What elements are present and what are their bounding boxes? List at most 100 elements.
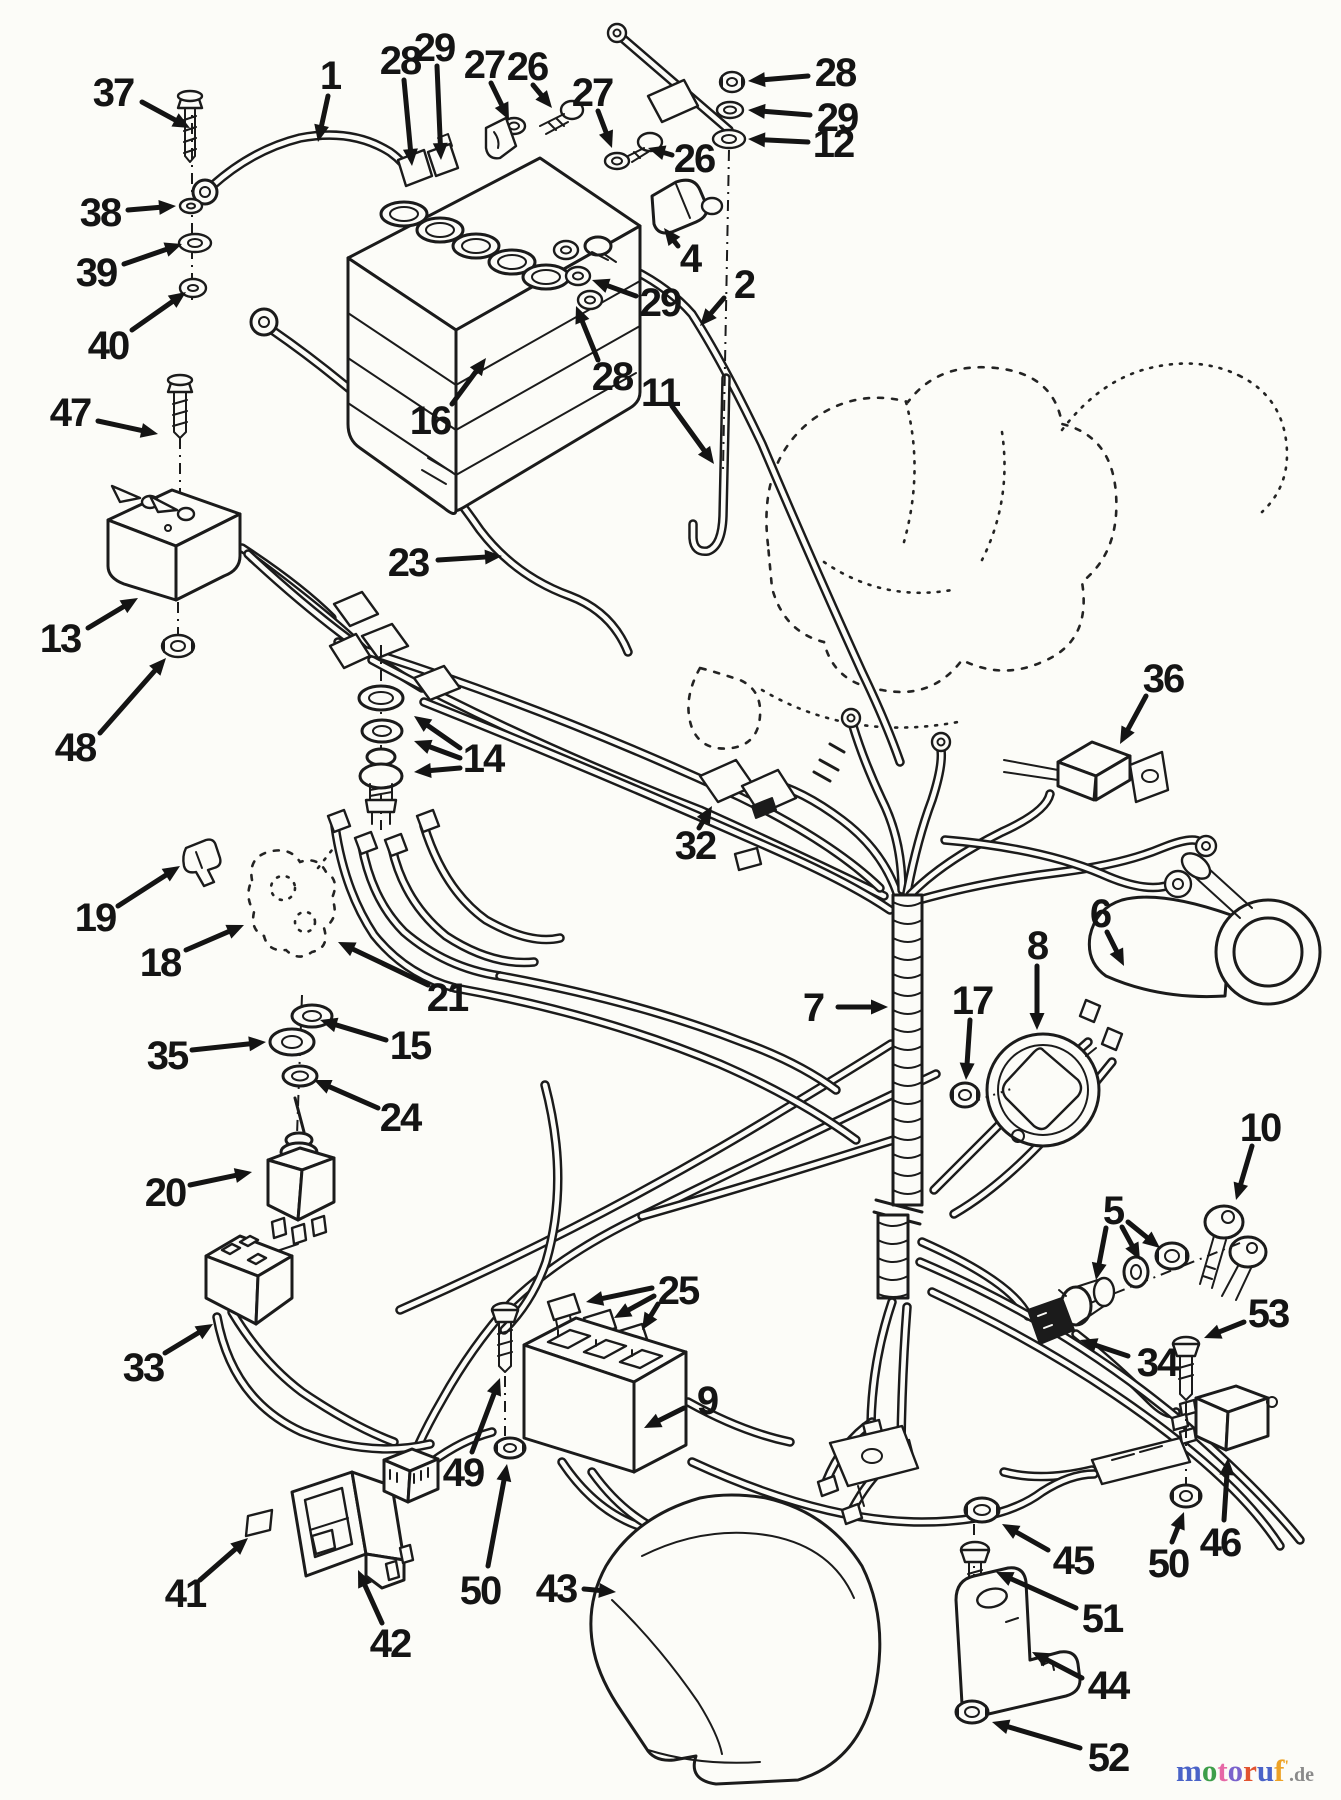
part-number-label: 21: [427, 976, 469, 1020]
callout-44: 44: [1032, 1652, 1133, 1708]
part-number-label: 26: [674, 137, 715, 181]
part-number-label: 7: [803, 986, 824, 1030]
nut-50-right: [1169, 1483, 1203, 1509]
part-number-label: 32: [675, 824, 716, 868]
callout-27: 27: [464, 43, 509, 120]
horn: [589, 1424, 920, 1786]
callout-45: 45: [1002, 1524, 1097, 1583]
watermark-letter: t: [1217, 1753, 1228, 1788]
callout-41: 41: [165, 1538, 248, 1616]
nut-50-left: [493, 1436, 527, 1460]
part-number-label: 23: [388, 541, 429, 585]
callout-53: 53: [1204, 1292, 1291, 1339]
callout-13: 13: [40, 598, 138, 661]
callout-16: 16: [410, 358, 486, 443]
connector-33: [204, 1234, 294, 1326]
part-number-label: 41: [165, 1572, 207, 1616]
callout-43: 43: [536, 1567, 616, 1611]
terminal-fasteners: [484, 99, 724, 235]
part-number-label: 53: [1248, 1292, 1289, 1336]
bolt-49: [490, 1301, 520, 1436]
callout-14: 14: [414, 716, 508, 781]
part-number-label: 8: [1027, 924, 1049, 968]
part-number-label: 17: [952, 979, 993, 1023]
part-number-label: 20: [145, 1171, 186, 1215]
callout-20: 20: [145, 1168, 252, 1215]
connector-36: [1003, 740, 1170, 804]
callout-37: 37: [93, 71, 190, 128]
callout-7: 7: [803, 986, 888, 1030]
callout-18: 18: [140, 924, 244, 985]
part-number-label: 52: [1088, 1736, 1129, 1780]
callout-19: 19: [75, 866, 180, 940]
part-number-label: 35: [147, 1034, 189, 1078]
watermark-letter: f: [1274, 1753, 1285, 1788]
solenoid: [106, 373, 462, 702]
switch-stack-14: [357, 645, 405, 830]
relay-46: [1170, 1384, 1278, 1452]
part-number-label: 43: [536, 1567, 577, 1611]
ghost-engine-outline: [687, 362, 1289, 783]
callout-49: 49: [443, 1378, 501, 1495]
callout-38: 38: [80, 191, 176, 235]
part-number-label: 14: [463, 737, 506, 781]
watermark-letter: m: [1176, 1753, 1202, 1788]
callout-24: 24: [314, 1079, 425, 1140]
connector-32: [698, 758, 798, 819]
connector-34: [1027, 1297, 1075, 1345]
part-number-label: 4: [680, 237, 703, 281]
part-number-label: 29: [640, 281, 681, 325]
part-number-label: 9: [697, 1379, 718, 1423]
callout-42: 42: [358, 1570, 413, 1666]
callout-50: 50: [1148, 1512, 1191, 1586]
callout-1: 1: [314, 54, 344, 142]
callout-10: 10: [1233, 1106, 1283, 1200]
callout-36: 36: [1120, 657, 1186, 744]
part-number-label: 24: [380, 1096, 423, 1140]
part-number-label: 29: [817, 96, 858, 140]
key-switch: [1078, 852, 1322, 1052]
callout-52: 52: [992, 1719, 1131, 1780]
callout-32: 32: [675, 806, 718, 868]
battery: [346, 156, 642, 515]
watermark-letter: r: [1243, 1753, 1257, 1788]
part-number-label: 51: [1082, 1597, 1124, 1641]
callout-40: 40: [88, 292, 186, 368]
callout-50: 50: [460, 1464, 512, 1613]
callout-9: 9: [644, 1379, 720, 1428]
connector-near-switch: [382, 1447, 440, 1504]
part-number-label: 48: [55, 726, 97, 770]
terminal-ends: [326, 707, 1218, 1526]
callout-29: 29: [748, 96, 860, 140]
part-number-label: 28: [380, 39, 422, 83]
part-number-label: 16: [410, 399, 451, 443]
part-number-label: 27: [572, 71, 613, 115]
callout-29: 29: [414, 26, 457, 160]
callout-21: 21: [338, 942, 471, 1020]
part-number-label: 12: [813, 122, 854, 166]
part-number-label: 40: [88, 324, 129, 368]
callout-51: 51: [996, 1572, 1126, 1641]
part-number-label: 1: [320, 54, 342, 98]
part-number-label: 26: [507, 45, 548, 89]
callout-27: 27: [572, 71, 615, 148]
gauge-bezel: [977, 1032, 1101, 1148]
callout-46: 46: [1200, 1458, 1243, 1565]
part-number-label: 50: [1148, 1542, 1189, 1586]
watermark-tick: ': [1284, 1758, 1289, 1775]
callout-28: 28: [380, 39, 424, 166]
fuse-block: [522, 1316, 688, 1474]
part-number-label: 49: [443, 1451, 484, 1495]
watermark-letter: u: [1256, 1753, 1275, 1788]
callout-26: 26: [507, 45, 552, 108]
watermark-letter: o: [1227, 1753, 1244, 1788]
part-number-label: 2: [734, 263, 755, 307]
callout-28: 28: [575, 306, 636, 399]
callout-5: 5: [1091, 1189, 1160, 1280]
callout-17: 17: [952, 979, 995, 1080]
watermark-suffix: .de: [1288, 1764, 1314, 1786]
part-number-label: 11: [641, 371, 681, 415]
part-number-label: 19: [75, 896, 116, 940]
